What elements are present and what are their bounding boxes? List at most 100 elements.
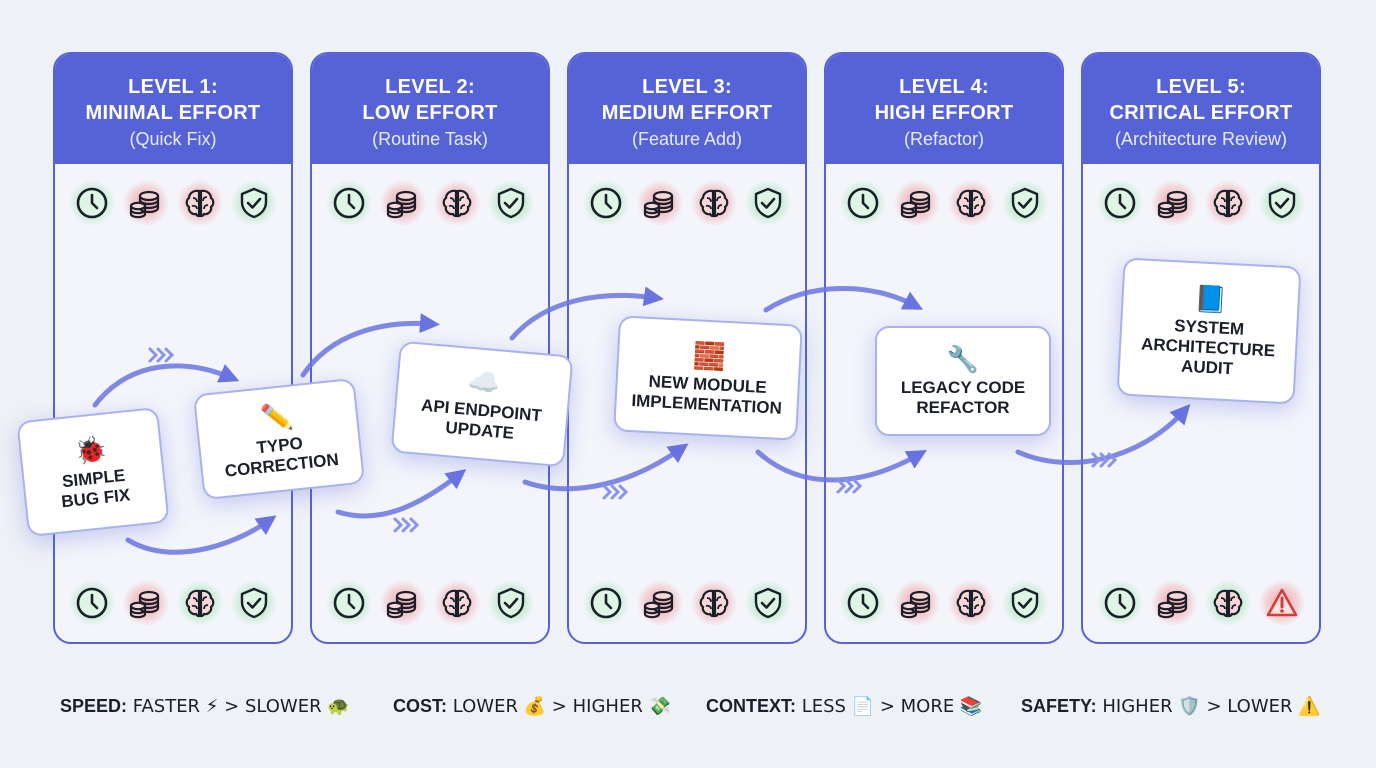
coins-icon — [380, 180, 426, 226]
level-name: LOW EFFORT — [362, 102, 498, 124]
flow-arrow-2 — [125, 515, 277, 555]
level-name: CRITICAL EFFORT — [1109, 102, 1293, 124]
legend-speed: SPEED: FASTER ⚡ > SLOWER 🐢 — [60, 696, 350, 717]
legend-speed-key: SPEED: — [60, 696, 128, 716]
shield-check-icon — [488, 580, 534, 626]
clock-icon — [69, 180, 115, 226]
shield-check-icon — [1002, 180, 1048, 226]
warning-icon — [1259, 580, 1305, 626]
coins-icon — [1151, 580, 1197, 626]
brain-icon — [1205, 180, 1251, 226]
brain-icon — [691, 180, 737, 226]
level-2-header: LEVEL 2:LOW EFFORT(Routine Task) — [312, 54, 548, 164]
level-1-column: LEVEL 1: MINIMAL EFFORT (Quick Fix) — [53, 52, 293, 644]
level-name: MEDIUM EFFORT — [601, 102, 773, 124]
cloud-icon: ☁️ — [466, 365, 502, 399]
clock-icon — [69, 580, 115, 626]
brain-icon — [691, 580, 737, 626]
coins-icon — [380, 580, 426, 626]
legend-speed-text: FASTER ⚡ > SLOWER 🐢 — [127, 696, 350, 717]
pencil-icon: ✏️ — [259, 400, 295, 434]
clock-icon — [583, 180, 629, 226]
shield-check-icon — [1002, 580, 1048, 626]
legend-cost-text: LOWER 💰 > HIGHER 💸 — [447, 696, 671, 717]
bug-icon: 🐞 — [73, 433, 109, 467]
flow-arrow-3 — [300, 313, 440, 378]
level-name: MINIMAL EFFORT — [85, 102, 261, 124]
level-2-bot-metrics — [312, 580, 548, 626]
flow-arrow-5 — [509, 286, 664, 341]
level-5-bot-metrics — [1083, 580, 1319, 626]
wrench-icon: 🔧 — [946, 344, 980, 374]
clock-icon — [326, 180, 372, 226]
clock-icon — [583, 580, 629, 626]
chevron-trail-4 — [836, 478, 863, 494]
chevron-trail-5 — [1091, 452, 1118, 468]
shield-check-icon — [231, 580, 277, 626]
coins-icon — [123, 580, 169, 626]
coins-icon — [637, 180, 683, 226]
level-5-top-metrics — [1083, 180, 1319, 226]
coins-icon — [1151, 180, 1197, 226]
level-title: LEVEL 1: — [128, 76, 218, 98]
chevron-trail-1 — [148, 347, 175, 363]
brain-icon — [1205, 580, 1251, 626]
shield-check-icon — [745, 580, 791, 626]
brain-icon — [434, 180, 480, 226]
brain-icon — [948, 180, 994, 226]
level-2-column: LEVEL 2:LOW EFFORT(Routine Task) — [310, 52, 550, 644]
legend-context: CONTEXT: LESS 📄 > MORE 📚 — [706, 696, 982, 717]
shield-check-icon — [231, 180, 277, 226]
level-5-header: LEVEL 5: CRITICAL EFFORT (Architecture Rev… — [1083, 54, 1319, 164]
brain-icon — [948, 580, 994, 626]
level-4-header: LEVEL 4:HIGH EFFORT(Refactor) — [826, 54, 1062, 164]
level-3-bot-metrics — [569, 580, 805, 626]
coins-icon — [894, 580, 940, 626]
flow-arrow-4 — [335, 469, 467, 519]
level-1-header: LEVEL 1: MINIMAL EFFORT (Quick Fix) — [55, 54, 291, 164]
legend-cost: COST: LOWER 💰 > HIGHER 💸 — [393, 696, 671, 717]
clock-icon — [840, 180, 886, 226]
coins-icon — [894, 180, 940, 226]
legend-safety-key: SAFETY: — [1021, 696, 1097, 716]
level-title: LEVEL 4: — [899, 76, 989, 98]
level-title: LEVEL 3: — [642, 76, 732, 98]
clock-icon — [326, 580, 372, 626]
level-subtitle: (Quick Fix) — [129, 129, 217, 149]
legend-safety: SAFETY: HIGHER 🛡️ > LOWER ⚠️ — [1021, 696, 1321, 717]
flow-arrow-7 — [763, 286, 924, 313]
coins-icon — [123, 180, 169, 226]
level-subtitle: (Architecture Review) — [1114, 129, 1288, 149]
blocks-icon: 🧱 — [692, 340, 727, 372]
legend: SPEED: FASTER ⚡ > SLOWER 🐢 COST: LOWER 💰… — [0, 696, 1376, 724]
legend-cost-key: COST: — [393, 696, 447, 716]
flow-arrow-6 — [522, 443, 689, 492]
brain-icon — [177, 180, 223, 226]
brain-icon — [434, 580, 480, 626]
legend-context-key: CONTEXT: — [706, 696, 796, 716]
level-4-bot-metrics — [826, 580, 1062, 626]
blueprint-icon: 📘 — [1193, 283, 1228, 315]
shield-check-icon — [488, 180, 534, 226]
level-subtitle: (Refactor) — [903, 129, 984, 149]
level-4-top-metrics — [826, 180, 1062, 226]
legend-context-text: LESS 📄 > MORE 📚 — [796, 696, 983, 717]
flow-arrow-1 — [92, 363, 240, 408]
shield-check-icon — [745, 180, 791, 226]
level-title: LEVEL 2: — [385, 76, 475, 98]
clock-icon — [840, 580, 886, 626]
level-title: LEVEL 5: — [1156, 76, 1246, 98]
